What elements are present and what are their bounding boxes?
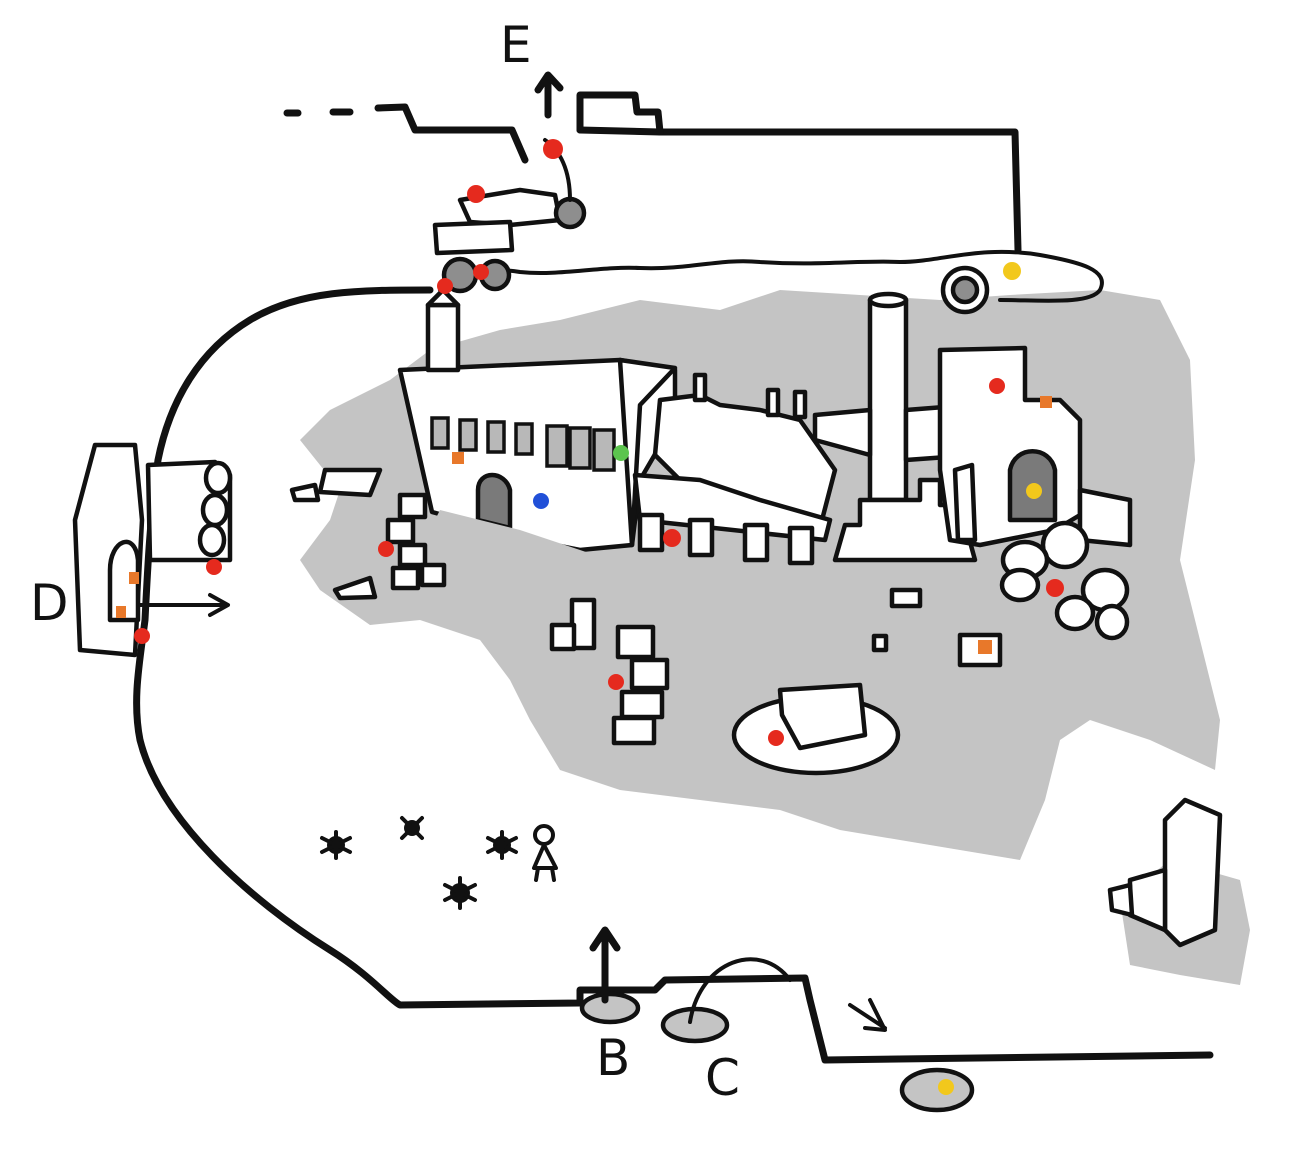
green-marker[interactable] xyxy=(613,445,629,461)
orange-markers xyxy=(116,396,1052,654)
red-marker[interactable] xyxy=(473,264,489,280)
red-marker[interactable] xyxy=(989,378,1005,394)
red-marker[interactable] xyxy=(206,559,222,575)
yellow-marker[interactable] xyxy=(1026,483,1042,499)
main-factory-building xyxy=(397,287,678,590)
red-marker[interactable] xyxy=(134,628,150,644)
entrance-d-structure: D xyxy=(30,442,233,658)
yellow-markers xyxy=(938,262,1042,1095)
red-marker[interactable] xyxy=(608,674,624,690)
red-marker[interactable] xyxy=(543,139,563,159)
level-boundary xyxy=(133,91,1214,1064)
orange-marker[interactable] xyxy=(452,452,464,464)
yellow-marker[interactable] xyxy=(1003,262,1021,280)
red-marker[interactable] xyxy=(663,529,681,547)
bottom-entrances: B C xyxy=(579,926,975,1113)
bottom-right-tower xyxy=(1107,797,1223,948)
entrance-d-label: D xyxy=(30,574,69,632)
rubble-stones xyxy=(999,520,1130,641)
collapsed-building xyxy=(632,372,838,566)
spider-enemy-icon[interactable] xyxy=(320,830,352,860)
entrance-b-label: B xyxy=(596,1029,630,1087)
entrance-e-label: E xyxy=(500,16,532,74)
entrance-e-structure: E xyxy=(432,16,990,315)
orange-marker[interactable] xyxy=(129,572,139,584)
red-marker[interactable] xyxy=(437,278,453,294)
spider-enemy-icon[interactable] xyxy=(486,830,518,860)
yellow-marker[interactable] xyxy=(938,1079,954,1095)
spider-enemy-icon[interactable] xyxy=(400,816,424,840)
entrance-c-label: C xyxy=(705,1049,740,1107)
red-marker[interactable] xyxy=(1046,579,1064,597)
red-marker[interactable] xyxy=(467,185,485,203)
spider-enemy-icon[interactable] xyxy=(443,876,477,910)
red-marker[interactable] xyxy=(378,541,394,557)
orange-marker[interactable] xyxy=(116,606,126,618)
stick-figure-icon[interactable] xyxy=(532,824,558,882)
left-debris xyxy=(289,467,447,601)
blue-marker[interactable] xyxy=(533,493,549,509)
orange-marker[interactable] xyxy=(978,640,992,654)
orange-marker[interactable] xyxy=(1040,396,1052,408)
red-marker[interactable] xyxy=(768,730,784,746)
enemy-group xyxy=(320,816,558,910)
right-building xyxy=(937,345,1133,548)
red-markers xyxy=(134,139,1064,746)
